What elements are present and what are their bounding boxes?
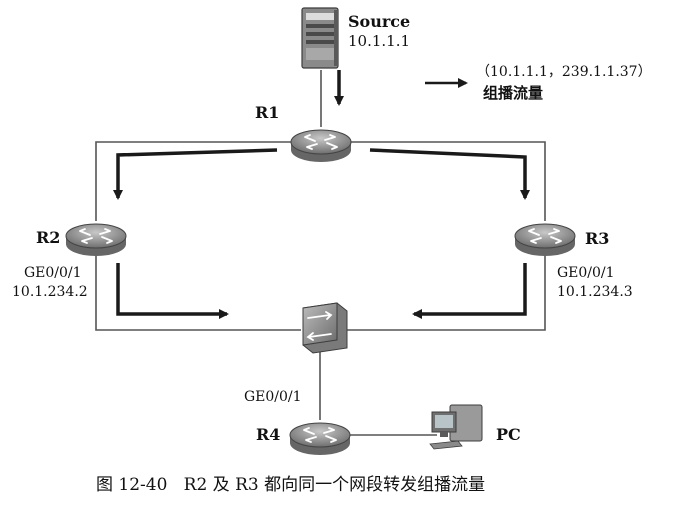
flow-description: 组播流量 <box>483 84 544 102</box>
traffic-arrows <box>113 70 530 319</box>
router-r2-ip: 10.1.234.2 <box>12 284 88 300</box>
router-r3-interface: GE0/0/1 <box>557 265 615 281</box>
link-r2-switch <box>95 251 301 331</box>
link-lines <box>95 70 546 436</box>
pc-label: PC <box>496 425 521 444</box>
router-r4-icon <box>289 422 351 455</box>
link-r1-r2-ring <box>95 141 291 221</box>
source-ip: 10.1.1.1 <box>348 32 411 50</box>
arrow-r3-to-switch <box>412 263 527 319</box>
caption-text: R2 及 R3 都向同一个网段转发组播流量 <box>183 475 486 495</box>
router-r1-label: R1 <box>255 103 280 122</box>
router-r3-ip: 10.1.234.3 <box>557 284 633 300</box>
source-server-icon <box>301 7 339 69</box>
arrow-r2-to-switch <box>116 263 229 319</box>
arrow-r1-to-r3 <box>369 148 530 200</box>
flow-tuple: （10.1.1.1，239.1.1.37） <box>476 64 652 80</box>
pc-icon <box>429 404 483 450</box>
router-r4-interface: GE0/0/1 <box>244 389 302 405</box>
arrow-r1-to-r2 <box>113 148 278 200</box>
figure-caption: 图 12-40 R2 及 R3 都向同一个网段转发组播流量 <box>96 477 485 494</box>
router-r3-icon <box>514 223 576 256</box>
switch-icon <box>302 302 348 354</box>
router-r2-interface: GE0/0/1 <box>24 265 82 281</box>
router-r2-label: R2 <box>36 228 61 247</box>
router-r1-icon <box>290 129 352 162</box>
router-r3-label: R3 <box>585 229 610 248</box>
router-r2-icon <box>65 223 127 256</box>
link-r3-switch <box>347 251 546 331</box>
router-r4-label: R4 <box>256 425 281 444</box>
link-r1-r3-ring <box>351 141 546 221</box>
caption-number: 图 12-40 <box>96 475 168 495</box>
source-label: Source <box>348 12 411 31</box>
